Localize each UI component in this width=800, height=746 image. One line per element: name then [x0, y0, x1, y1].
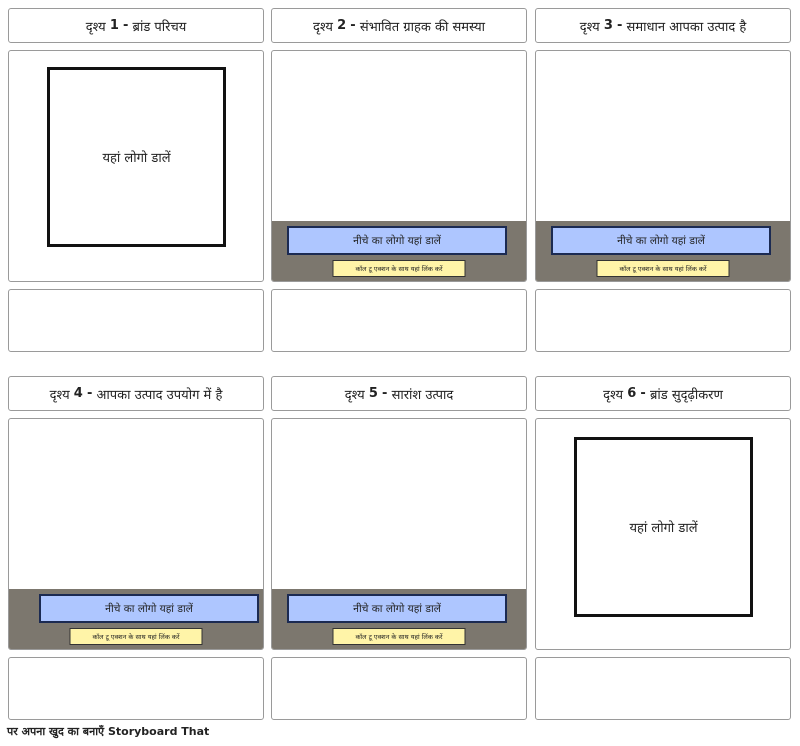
scene-6-logo-text: यहां लोगो डालें: [629, 521, 698, 536]
scene-6-title-text: ब्रांड सुदृढ़ीकरण: [649, 387, 723, 403]
scene-1-panel[interactable]: यहां लोगो डालें: [8, 50, 264, 282]
scene-5-panel[interactable]: नीचे का लोगो यहां डालें कॉल टू एक्शन के …: [271, 418, 527, 650]
scene-4-bottom-logo-bar[interactable]: नीचे का लोगो यहां डालें: [39, 594, 259, 623]
scene-1-title[interactable]: दृश्य 1 - ब्रांड परिचय: [8, 8, 264, 43]
scene-6-logo-placeholder[interactable]: यहां लोगो डालें: [574, 437, 753, 617]
scene-5-description[interactable]: [271, 657, 527, 720]
footer-credit[interactable]: पर अपना खुद का बनाएँ Storyboard That: [7, 725, 210, 738]
scene-2-panel[interactable]: नीचे का लोगो यहां डालें कॉल टू एक्शन के …: [271, 50, 527, 282]
scene-2-cta-link[interactable]: कॉल टू एक्शन के साथ यहां लिंक करें: [332, 260, 466, 277]
scene-3-title[interactable]: दृश्य 3 - समाधान आपका उत्पाद है: [535, 8, 791, 43]
scene-2-footer-band: नीचे का लोगो यहां डालें कॉल टू एक्शन के …: [272, 221, 526, 281]
scene-6-word: दृश्य: [603, 387, 624, 403]
scene-1-number: 1: [109, 18, 119, 33]
scene-6-panel[interactable]: यहां लोगो डालें: [535, 418, 791, 650]
scene-3-description[interactable]: [535, 289, 791, 352]
scene-4-title-text: आपका उत्पाद उपयोग में है: [96, 387, 223, 403]
scene-1-logo-text: यहां लोगो डालें: [102, 151, 171, 166]
scene-3-word: दृश्य: [579, 19, 600, 35]
scene-1-description[interactable]: [8, 289, 264, 352]
scene-6-description[interactable]: [535, 657, 791, 720]
scene-3-number: 3: [603, 18, 613, 33]
scene-4-number: 4: [73, 386, 83, 401]
scene-6-title[interactable]: दृश्य 6 - ब्रांड सुदृढ़ीकरण: [535, 376, 791, 411]
scene-2-bottom-logo-bar[interactable]: नीचे का लोगो यहां डालें: [287, 226, 507, 255]
scene-2-description[interactable]: [271, 289, 527, 352]
scene-3-title-text: समाधान आपका उत्पाद है: [626, 19, 747, 35]
scene-4-band-label: नीचे का लोगो यहां डालें: [105, 602, 193, 615]
scene-5-title[interactable]: दृश्य 5 - सारांश उत्पाद: [271, 376, 527, 411]
scene-3-bottom-logo-bar[interactable]: नीचे का लोगो यहां डालें: [551, 226, 771, 255]
scene-4-title[interactable]: दृश्य 4 - आपका उत्पाद उपयोग में है: [8, 376, 264, 411]
scene-2-word: दृश्य: [312, 19, 333, 35]
scene-5-title-text: सारांश उत्पाद: [391, 387, 454, 403]
scene-3-cta-link[interactable]: कॉल टू एक्शन के साथ यहां लिंक करें: [596, 260, 730, 277]
scene-4-word: दृश्य: [49, 387, 70, 403]
scene-5-band-label: नीचे का लोगो यहां डालें: [353, 602, 441, 615]
scene-4-panel[interactable]: नीचे का लोगो यहां डालें कॉल टू एक्शन के …: [8, 418, 264, 650]
scene-2-title-text: संभावित ग्राहक की समस्या: [359, 19, 485, 35]
scene-5-footer-band: नीचे का लोगो यहां डालें कॉल टू एक्शन के …: [272, 589, 526, 649]
scene-1-title-text: ब्रांड परिचय: [132, 19, 187, 35]
scene-3-cta-label: कॉल टू एक्शन के साथ यहां लिंक करें: [619, 265, 707, 273]
scene-3-panel[interactable]: नीचे का लोगो यहां डालें कॉल टू एक्शन के …: [535, 50, 791, 282]
scene-2-title[interactable]: दृश्य 2 - संभावित ग्राहक की समस्या: [271, 8, 527, 43]
scene-5-bottom-logo-bar[interactable]: नीचे का लोगो यहां डालें: [287, 594, 507, 623]
scene-1-word: दृश्य: [85, 19, 106, 35]
scene-5-cta-link[interactable]: कॉल टू एक्शन के साथ यहां लिंक करें: [332, 628, 466, 645]
scene-1-logo-placeholder[interactable]: यहां लोगो डालें: [47, 67, 226, 247]
scene-2-cta-label: कॉल टू एक्शन के साथ यहां लिंक करें: [355, 265, 443, 273]
scene-3-footer-band: नीचे का लोगो यहां डालें कॉल टू एक्शन के …: [536, 221, 790, 281]
scene-4-footer-band: नीचे का लोगो यहां डालें कॉल टू एक्शन के …: [9, 589, 263, 649]
scene-4-cta-label: कॉल टू एक्शन के साथ यहां लिंक करें: [92, 633, 180, 641]
scene-5-word: दृश्य: [344, 387, 365, 403]
scene-4-description[interactable]: [8, 657, 264, 720]
scene-2-band-label: नीचे का लोगो यहां डालें: [353, 234, 441, 247]
scene-4-cta-link[interactable]: कॉल टू एक्शन के साथ यहां लिंक करें: [69, 628, 203, 645]
scene-5-cta-label: कॉल टू एक्शन के साथ यहां लिंक करें: [355, 633, 443, 641]
scene-2-number: 2: [337, 18, 347, 33]
scene-6-number: 6: [627, 386, 637, 401]
scene-5-number: 5: [368, 386, 378, 401]
scene-3-band-label: नीचे का लोगो यहां डालें: [617, 234, 705, 247]
